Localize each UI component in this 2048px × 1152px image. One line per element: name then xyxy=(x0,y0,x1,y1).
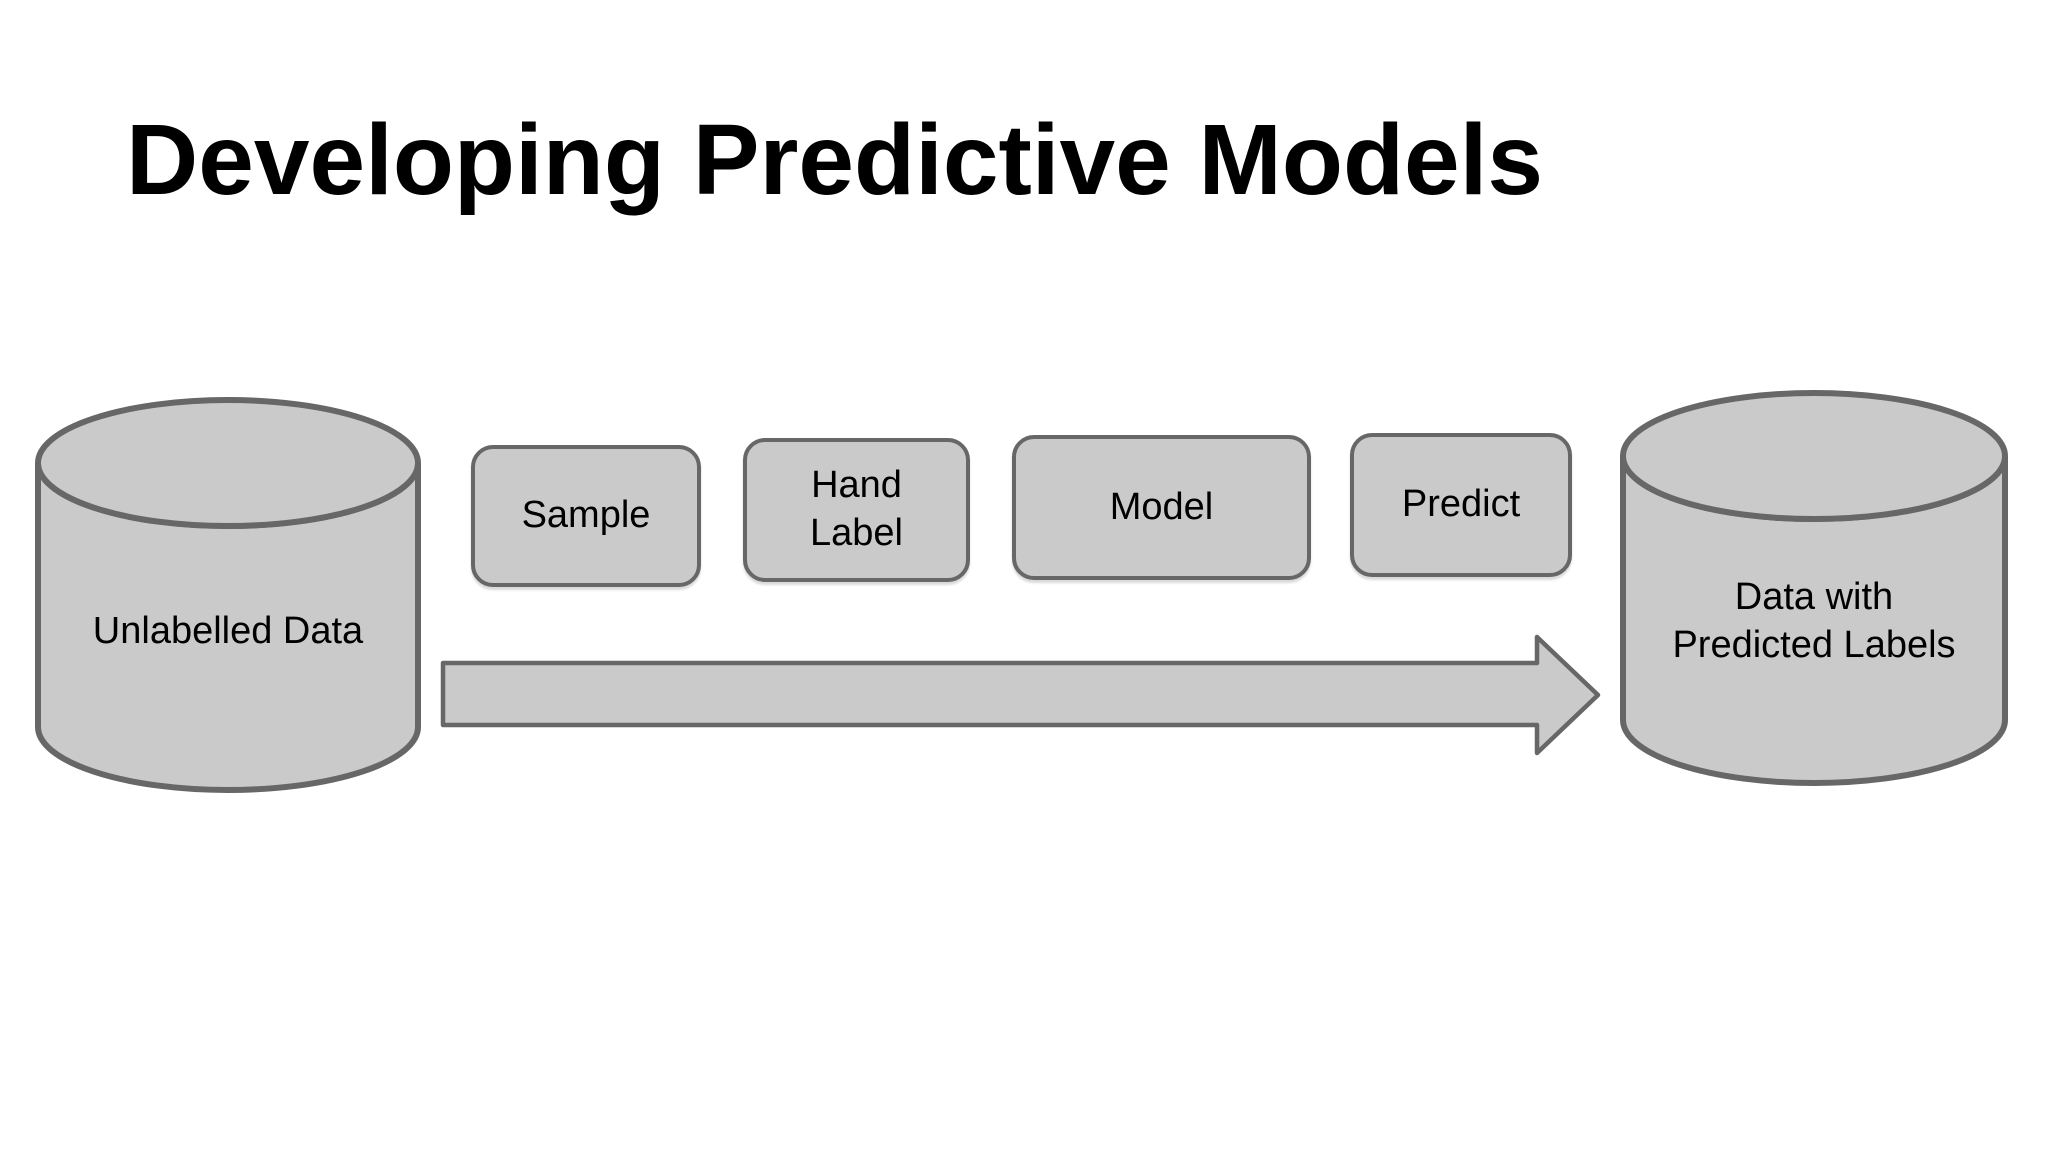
predicted-data-label: Data with Predicted Labels xyxy=(1672,576,1956,666)
step-box-hand-label: Hand Label xyxy=(743,438,970,582)
unlabelled-data-cylinder xyxy=(35,397,421,793)
cylinder-top xyxy=(1620,390,2008,522)
flow-arrow xyxy=(440,634,1601,756)
predicted-data-cylinder xyxy=(1620,390,2008,786)
slide-title: Developing Predictive Models xyxy=(126,104,1544,216)
step-box-sample: Sample xyxy=(471,445,701,587)
unlabelled-data-label: Unlabelled Data xyxy=(92,610,364,653)
step-box-predict: Predict xyxy=(1350,433,1572,577)
step-box-model: Model xyxy=(1012,435,1311,580)
cylinder-top xyxy=(35,397,421,529)
